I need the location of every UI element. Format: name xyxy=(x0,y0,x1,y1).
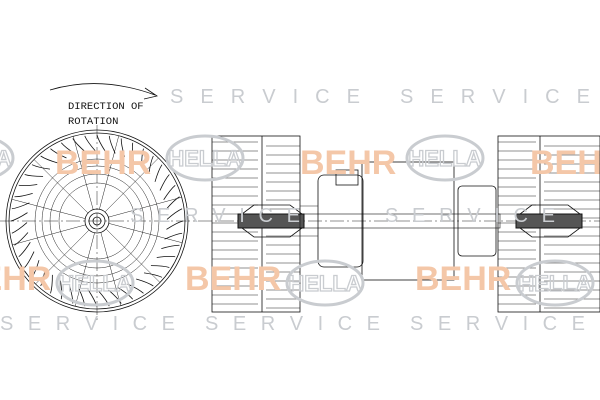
wheel-blade xyxy=(40,155,58,164)
wheel-spoke xyxy=(12,224,86,246)
wheel-blade xyxy=(60,142,76,155)
wheel-ring xyxy=(41,165,153,277)
wheel-spoke xyxy=(11,198,86,219)
motor-terminal xyxy=(335,169,359,186)
wheel-spoke xyxy=(74,232,95,307)
wheel-blade xyxy=(131,142,134,162)
wheel-blade xyxy=(141,148,144,168)
wheel-blade xyxy=(10,212,28,222)
rotation-arrow-icon xyxy=(49,83,158,100)
wheel-spoke xyxy=(100,232,122,306)
wheel-spoke xyxy=(72,136,94,210)
wheel-blade xyxy=(50,274,53,294)
wheel-ring xyxy=(49,173,145,269)
wheel-blade xyxy=(14,192,33,198)
watermark-service: S E R V I C E xyxy=(0,313,175,335)
wheel-blade xyxy=(165,196,180,210)
wheel-blade xyxy=(159,174,170,191)
wheel-ring xyxy=(58,182,136,260)
wheel-hub xyxy=(88,212,106,230)
wheel-blade xyxy=(166,208,183,220)
wheel-blade xyxy=(127,283,144,294)
wheel-spoke xyxy=(104,157,159,213)
wheel-blade xyxy=(150,265,170,268)
wheel-blade xyxy=(156,255,176,258)
fan-outline xyxy=(497,135,600,313)
wheel-hub xyxy=(84,208,110,234)
watermark-behr: BEHR xyxy=(530,144,600,182)
wheel-blade xyxy=(40,267,46,287)
motor-endcap-left xyxy=(317,174,364,268)
rotation-label-line2: ROTATION xyxy=(68,116,118,128)
wheel-blade xyxy=(18,184,38,187)
watermark-hella: HELLA xyxy=(408,146,481,171)
wheel-blade xyxy=(98,290,110,307)
watermark-hella: HELLA xyxy=(168,146,241,171)
watermark-hella-oval xyxy=(0,139,15,177)
wheel-blade xyxy=(108,289,122,304)
wheel-blade xyxy=(148,155,154,175)
wheel-blade xyxy=(163,184,176,200)
wheel-blade xyxy=(164,232,183,240)
wheel-blade xyxy=(136,278,154,287)
watermark-hella-oval xyxy=(285,259,365,307)
watermark-hella: HELLA xyxy=(288,271,361,296)
watermark-behr: BEHR xyxy=(185,260,281,298)
wheel-spoke xyxy=(108,223,183,244)
wheel-spoke xyxy=(33,159,89,214)
wheel-ring xyxy=(34,158,160,284)
watermark-hella: HELLA xyxy=(58,271,131,296)
wheel-blade xyxy=(96,134,106,152)
motor-endcap-right xyxy=(457,185,497,257)
watermark-behr: BEHR xyxy=(0,260,51,298)
watermark-service: S E R V I C E xyxy=(205,313,380,335)
watermark-hella-oval xyxy=(55,259,135,307)
wheel-blade xyxy=(31,164,51,170)
wheel-blade xyxy=(166,220,184,230)
watermark-behr: BEHR xyxy=(300,144,396,182)
wheel-spoke xyxy=(99,135,120,210)
wheel-blade xyxy=(72,138,86,153)
watermark-hella: HELLA xyxy=(518,271,591,296)
wheel-spoke xyxy=(105,228,161,283)
watermark-hella-oval xyxy=(405,134,485,182)
fan-hub-shaft xyxy=(237,213,305,229)
watermark-behr: BEHR xyxy=(415,260,511,298)
wheel-blade xyxy=(143,272,163,278)
wheel-blade xyxy=(14,232,29,246)
watermark-hella: HELLA xyxy=(0,146,12,171)
wheel-blade xyxy=(154,164,163,182)
wheel-blade xyxy=(84,135,96,152)
wheel-hub xyxy=(92,216,102,226)
watermark-hella-oval xyxy=(165,134,245,182)
wheel-blade xyxy=(120,138,126,157)
wheel-blade xyxy=(50,148,67,159)
wheel-blade xyxy=(11,222,28,234)
wheel-ring xyxy=(5,129,189,313)
wheel-ring xyxy=(8,132,186,310)
watermark-service: S E R V I C E xyxy=(400,86,590,108)
wheel-blade xyxy=(24,174,44,177)
watermark-service: S E R V I C E xyxy=(410,313,585,335)
wheel-blade xyxy=(11,202,30,210)
wheel-blade xyxy=(161,244,180,250)
wheel-blade xyxy=(18,242,31,258)
wheel-spoke xyxy=(35,229,90,285)
wheel-blade xyxy=(31,260,40,278)
watermark-hella-oval xyxy=(515,259,595,307)
wheel-spoke xyxy=(108,196,182,218)
motor-shaft xyxy=(299,213,501,229)
watermark-service: S E R V I C E xyxy=(170,86,360,108)
fan-hub-shaft xyxy=(515,213,583,229)
watermark-behr: BEHR xyxy=(55,144,151,182)
wheel-blade xyxy=(24,251,35,268)
rotation-label-line1: DIRECTION OF xyxy=(68,101,144,113)
